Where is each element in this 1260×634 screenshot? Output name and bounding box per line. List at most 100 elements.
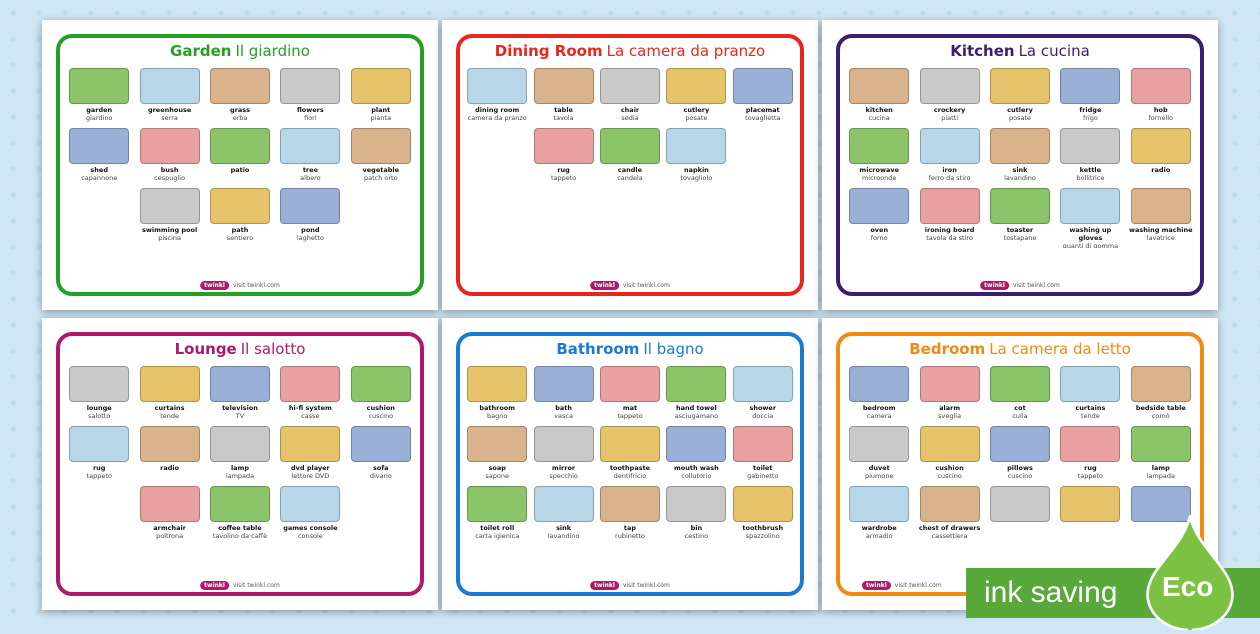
vocab-item	[1126, 486, 1196, 546]
title-english: Lounge	[174, 340, 237, 358]
word-english: bath	[555, 404, 572, 412]
word-english: alarm	[939, 404, 961, 412]
vocab-picture	[533, 426, 594, 462]
vocab-picture	[139, 366, 200, 402]
vocab-picture	[209, 188, 270, 224]
word-italian: sedia	[621, 114, 639, 122]
word-english: crockery	[933, 106, 966, 114]
vocab-picture	[1060, 128, 1121, 164]
vocab-picture	[1130, 486, 1191, 522]
word-italian: cespuglio	[154, 174, 186, 182]
vocab-picture	[69, 128, 130, 164]
word-english: coffee table	[218, 524, 262, 532]
word-english: tree	[302, 166, 318, 174]
word-english: fridge	[1079, 106, 1102, 114]
word-english: shower	[749, 404, 777, 412]
site-text: visit twinkl.com	[1012, 282, 1060, 289]
word-english: microwave	[859, 166, 899, 174]
word-italian: cestino	[684, 532, 709, 540]
vocab-picture	[666, 486, 727, 522]
title-english: Bedroom	[909, 340, 986, 358]
brand-mark: twinkl	[590, 281, 619, 290]
vocab-picture	[599, 68, 660, 104]
title-italian: Il giardino	[235, 42, 310, 60]
vocab-picture	[350, 68, 411, 104]
vocab-picture	[732, 486, 793, 522]
vocab-picture	[1130, 68, 1191, 104]
word-english: vegetable	[362, 166, 400, 174]
word-english: patio	[230, 166, 250, 174]
vocab-picture	[1130, 366, 1191, 402]
vocab-picture	[989, 68, 1050, 104]
word-english: rug	[557, 166, 570, 174]
vocab-picture	[849, 426, 910, 462]
site-text: visit twinkl.com	[232, 582, 280, 589]
word-english: mirror	[552, 464, 576, 472]
word-italian: microonde	[861, 174, 897, 182]
word-english: toothbrush	[742, 524, 784, 532]
site-text: visit twinkl.com	[622, 282, 670, 289]
word-italian: tende	[1080, 412, 1100, 420]
word-english: sink	[556, 524, 572, 532]
word-english: cutlery	[683, 106, 710, 114]
word-italian: patch orto	[363, 174, 398, 182]
word-italian: lettore DVD	[291, 472, 330, 480]
word-english: kitchen	[865, 106, 893, 114]
word-italian: tappeto	[617, 412, 643, 420]
word-english: curtains	[1075, 404, 1106, 412]
site-text: visit twinkl.com	[232, 282, 280, 289]
word-english: soap	[488, 464, 506, 472]
word-english: washing up gloves	[1069, 226, 1112, 242]
word-english: napkin	[683, 166, 709, 174]
vocab-picture	[849, 486, 910, 522]
vocab-picture	[732, 366, 793, 402]
title-english: Bathroom	[556, 340, 640, 358]
vocab-picture	[849, 68, 910, 104]
word-english: games console	[283, 524, 338, 532]
